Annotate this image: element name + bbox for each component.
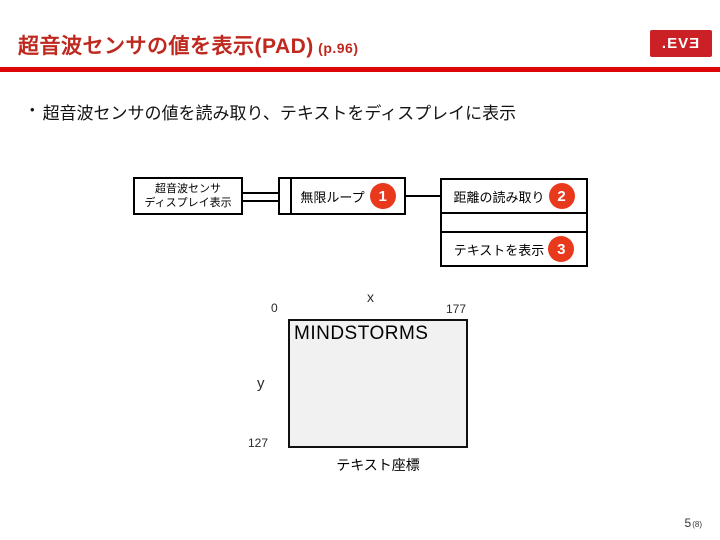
ev3-display-screen-text: MINDSTORMS [294,323,429,344]
screen-x-min-label: 0 [271,301,278,315]
screen-x-axis-label: x [367,289,374,305]
page-title-reference: (p.96) [313,40,359,56]
page-title-text: 超音波センサの値を表示(PAD) [18,35,314,58]
pad-read-distance-label: 距離の読み取り [453,189,545,205]
page-number-suffix: (8) [692,519,702,529]
pad-start-box-line2: ディスプレイ表示 [144,197,232,209]
screen-caption: テキスト座標 [336,457,420,473]
page-number: 5 [684,516,692,530]
pad-start-box: 超音波センサ ディスプレイ表示 [133,177,243,215]
ev3-display-screen: MINDSTORMS [288,319,468,448]
pad-loop-label: 無限ループ [300,189,365,205]
step-badge-3: 3 [548,236,575,262]
screen-x-max-label: 177 [446,302,467,316]
bullet-text: 超音波センサの値を読み取り、テキストをディスプレイに表示 [42,104,517,123]
pad-display-text-label: テキストを表示 [453,242,545,258]
title-divider-rule [0,67,720,72]
pad-read-distance-box: 距離の読み取り 2 [440,178,588,214]
pad-loop-box: 無限ループ 1 [278,177,406,215]
page-title: 超音波センサの値を表示(PAD) (p.96) [18,30,638,60]
pad-connector-loop-to-read [406,195,440,197]
bullet-marker: • [30,102,35,117]
pad-connector-read-to-display [440,214,588,231]
pad-double-connector [243,192,278,202]
pad-start-box-line1: 超音波センサ [155,182,221,195]
pad-display-text-box: テキストを表示 3 [440,231,588,267]
bullet-item: • 超音波センサの値を読み取り、テキストをディスプレイに表示 [30,99,690,124]
ev3-logo: .EVƎ [650,30,712,57]
page-footer: 5 (8) [685,516,702,530]
screen-y-axis-label: y [257,375,265,392]
step-badge-1: 1 [369,183,396,209]
pad-loop-inner-line [290,179,292,213]
ev3-logo-text: .EVƎ [661,35,701,52]
screen-y-max-label: 127 [248,436,269,450]
step-badge-2: 2 [548,183,575,209]
